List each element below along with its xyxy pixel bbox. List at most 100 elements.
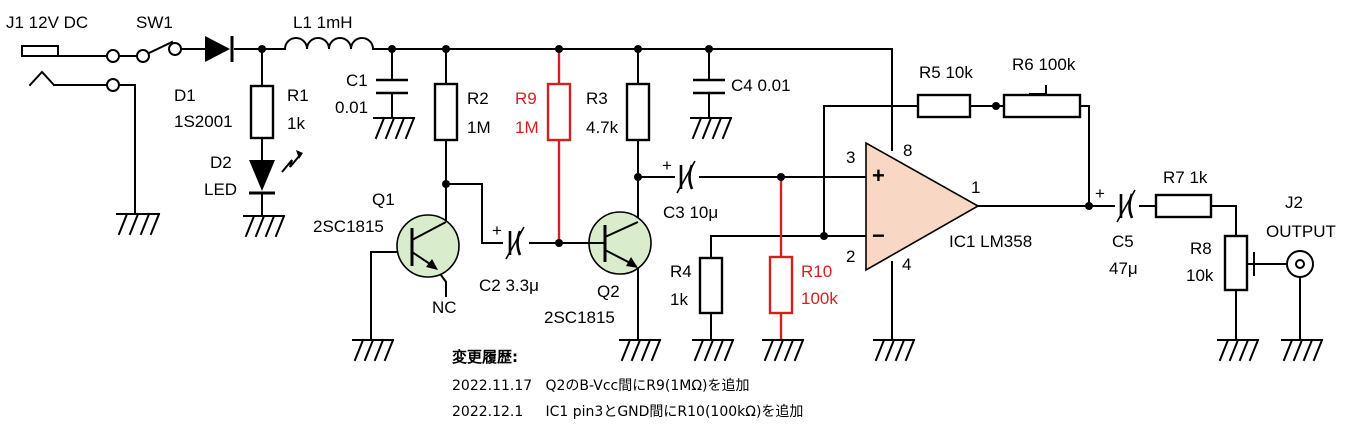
label-c1-value: 0.01 [335, 98, 368, 117]
label-pin8: 8 [903, 141, 912, 160]
junction-dot [442, 180, 450, 188]
transistor-q1 [396, 214, 460, 278]
jack-j1-body [21, 45, 107, 57]
j1-terminal-negative [106, 78, 120, 92]
label-r4-ref: R4 [670, 262, 692, 281]
junction-dot [992, 102, 1000, 110]
label-r3-ref: R3 [586, 89, 608, 108]
light-emission-icon [281, 154, 301, 173]
wires [21, 40, 1301, 341]
ground-icon [373, 116, 416, 140]
ground-icon [1281, 338, 1324, 362]
junction-dot [555, 45, 563, 53]
label-r2-ref: R2 [467, 89, 489, 108]
label-sw1: SW1 [136, 13, 173, 32]
arrow-icon [296, 150, 303, 159]
resistor-r9 [546, 82, 572, 142]
feedback-loop [823, 93, 1090, 237]
sw1-contact-b [168, 42, 182, 56]
modified-wires [557, 49, 783, 340]
r4-to-pin2 [710, 235, 869, 341]
label-d2-part: LED [204, 180, 237, 199]
label-r9-value: 1M [515, 118, 539, 137]
resistor-r3 [625, 82, 651, 142]
label-r6: R6 100k [1012, 55, 1076, 74]
capacitor-c2 [505, 226, 525, 260]
resistor-r7 [1154, 193, 1213, 219]
revision-entry: 2022.12.1 IC1 pin3とGND間にR10(100kΩ)を追加 [452, 404, 803, 420]
ground-icon [873, 338, 916, 362]
label-q1-part: 2SC1815 [313, 217, 384, 236]
label-r1-ref: R1 [287, 86, 309, 105]
label-l1: L1 1mH [293, 13, 353, 32]
label-r8-ref: R8 [1190, 239, 1212, 258]
label-r2-value: 1M [467, 118, 491, 137]
junction-dot [634, 173, 642, 181]
label-c5-ref: C5 [1112, 232, 1134, 251]
ground-icon [116, 212, 161, 236]
label-d1-part: 1S2001 [174, 112, 233, 131]
component-labels: J1 12V DC SW1 L1 1mH D1 1S2001 R1 1k D2 … [6, 13, 1336, 327]
label-r8-value: 10k [1186, 266, 1214, 285]
label-q1-ref: Q1 [372, 190, 395, 209]
label-c3-plus: + [662, 156, 672, 175]
label-c2: C2 3.3μ [479, 276, 539, 295]
junction-dot [820, 232, 828, 240]
label-noninverting-input: + [872, 163, 885, 188]
transistor-q2 [588, 211, 652, 275]
label-pin4: 4 [902, 255, 911, 274]
ground-icon [762, 338, 805, 362]
junction-dot [1085, 202, 1093, 210]
label-q2-part: 2SC1815 [544, 308, 615, 327]
revision-entry: 2022.11.17 Q2のB-Vcc間にR9(1MΩ)を追加 [452, 378, 750, 394]
ground-icon [690, 116, 733, 140]
label-r1-value: 1k [287, 114, 305, 133]
resistor-r2 [433, 82, 459, 142]
ground-icon [619, 338, 662, 362]
capacitor-c4 [693, 78, 725, 95]
label-r10-value: 100k [801, 289, 838, 308]
label-r7: R7 1k [1163, 168, 1208, 187]
ground-icon [352, 338, 395, 362]
c5-r7-r8 [1139, 205, 1237, 341]
resistor-r5 [916, 93, 972, 119]
label-ic1: IC1 LM358 [949, 232, 1032, 251]
output-jack-j2 [1286, 250, 1314, 278]
label-inverting-input: − [872, 223, 885, 248]
junctions [258, 45, 1093, 247]
vcc-rail [374, 48, 893, 151]
q1-to-c2 [445, 183, 503, 244]
capacitor-c5 [1116, 189, 1136, 223]
jack-j1-sleeve [28, 70, 108, 87]
revision-history: 変更履歴: 2022.11.17 Q2のB-Vcc間にR9(1MΩ)を追加 20… [452, 348, 803, 420]
label-c5-plus: + [1095, 184, 1105, 203]
sw1-contact-a [136, 49, 150, 63]
label-r5: R5 10k [919, 63, 973, 82]
junction-dot [634, 45, 642, 53]
label-r9-ref: R9 [515, 89, 537, 108]
potentiometer-r6 [1002, 85, 1082, 119]
label-c5-value: 47μ [1109, 259, 1138, 278]
label-pin2: 2 [846, 247, 855, 266]
ground-icon [1217, 338, 1260, 362]
label-c1-ref: C1 [346, 71, 368, 90]
label-d1-ref: D1 [174, 86, 196, 105]
junction-dot [258, 45, 266, 53]
capacitor-c3 [676, 160, 696, 194]
ground-icon [243, 214, 286, 238]
label-c4: C4 0.01 [731, 76, 791, 95]
diode-d1 [205, 36, 234, 62]
junction-dot [442, 45, 450, 53]
junction-dot [705, 45, 713, 53]
opamp-ic1 [865, 141, 980, 272]
label-j2-ref: J2 [1285, 193, 1303, 212]
power-switch-wires [119, 40, 206, 57]
junction-dot [555, 239, 563, 247]
resistor-r10 [768, 255, 794, 315]
ground-icon [692, 338, 735, 362]
led-d2 [249, 150, 303, 195]
potentiometer-r8 [1223, 234, 1255, 292]
label-pin3: 3 [846, 148, 855, 167]
label-pin1: 1 [971, 178, 980, 197]
label-j2-name: OUTPUT [1266, 222, 1336, 241]
